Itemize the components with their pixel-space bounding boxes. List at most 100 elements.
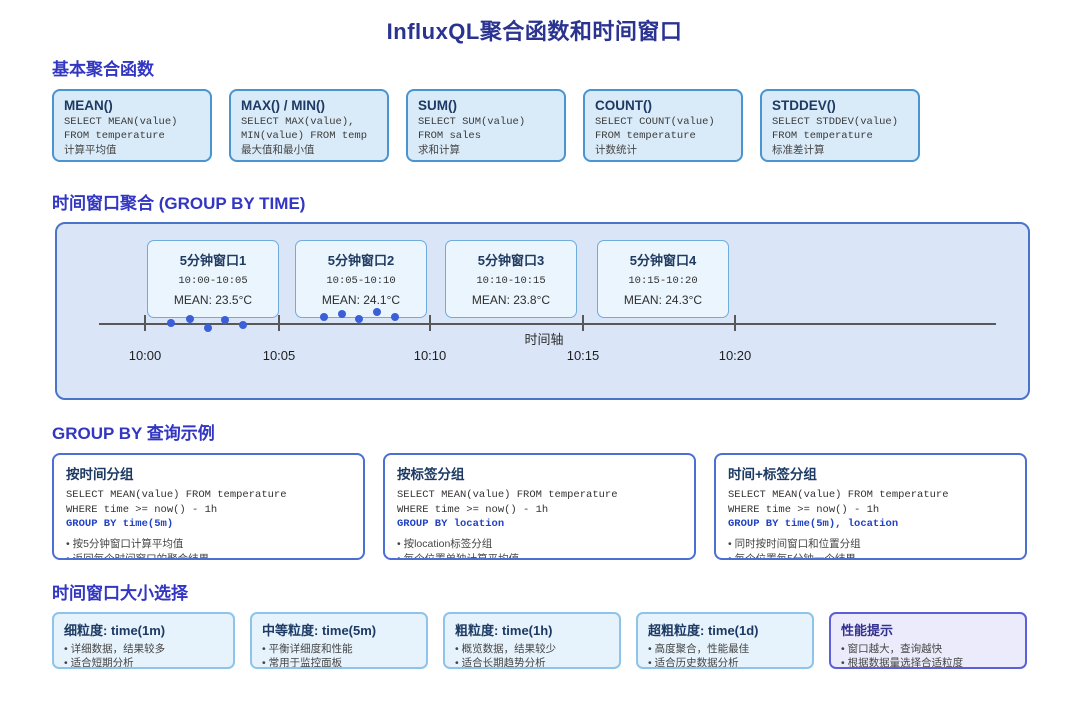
query-card-time-tag: 时间+标签分组 SELECT MEAN(value) FROM temperat… (714, 453, 1027, 560)
window-card-title: 5分钟窗口3 (477, 253, 545, 268)
granularity-card-5m: 中等粒度: time(5m) 平衡详细度和性能 常用于监控面板 (250, 612, 428, 669)
function-card-desc: 标准差计算 (772, 144, 825, 157)
data-point-dot (221, 316, 229, 324)
function-card-title: MEAN() (64, 98, 113, 113)
axis-tick (582, 315, 584, 331)
window-card-mean: MEAN: 24.3°C (623, 293, 703, 307)
query-card-row: 按时间分组 SELECT MEAN(value) FROM temperatur… (52, 453, 1027, 560)
axis-tick-label: 10:00 (128, 348, 162, 363)
data-point-dot (373, 308, 381, 316)
granularity-bullet: 适合历史数据分析 (648, 656, 802, 667)
function-card-mean: MEAN() SELECT MEAN(value) FROM temperatu… (52, 89, 212, 162)
window-card-2: 5分钟窗口2 10:05-10:10 MEAN: 24.1°C (295, 240, 427, 318)
function-card-code-line: SELECT MAX(value), (241, 116, 355, 128)
function-card-desc: 计算平均值 (64, 144, 117, 157)
data-point-dot (338, 310, 346, 318)
data-point-dot (320, 313, 328, 321)
window-card-mean: MEAN: 23.5°C (173, 293, 253, 307)
axis-tick-label: 10:05 (262, 348, 296, 363)
granularity-bullet: 适合短期分析 (64, 656, 223, 667)
window-card-range: 10:10-10:15 (476, 275, 546, 287)
query-bullet: 每个位置单独计算平均值 (397, 552, 682, 558)
query-bullet: 按location标签分组 (397, 537, 682, 552)
window-card-mean: MEAN: 23.8°C (471, 293, 551, 307)
timeline-panel: 5分钟窗口1 10:00-10:05 MEAN: 23.5°C 5分钟窗口2 1… (55, 222, 1030, 400)
function-card-desc: 最大值和最小值 (241, 144, 315, 157)
data-point-dot (186, 315, 194, 323)
axis-tick (429, 315, 431, 331)
data-point-dot (204, 324, 212, 332)
function-card-desc: 求和计算 (418, 144, 460, 157)
granularity-card-title: 粗粒度: time(1h) (455, 623, 553, 638)
query-code-highlight: GROUP BY time(5m), location (728, 518, 899, 531)
function-card-code-line: SELECT SUM(value) (418, 116, 526, 128)
query-card-title: 时间+标签分组 (728, 467, 817, 482)
query-code-line: SELECT MEAN(value) FROM temperature (397, 489, 618, 501)
granularity-bullet: 概览数据，结果较少 (455, 642, 609, 656)
granularity-card-title: 细粒度: time(1m) (64, 623, 166, 638)
granularity-bullet: 详细数据，结果较多 (64, 642, 223, 656)
section-heading-basic: 基本聚合函数 (52, 60, 154, 79)
function-card-count: COUNT() SELECT COUNT(value) FROM tempera… (583, 89, 743, 162)
query-card-title: 按标签分组 (397, 467, 465, 482)
data-point-dot (239, 321, 247, 329)
function-card-title: MAX() / MIN() (241, 98, 325, 113)
data-point-dot (355, 315, 363, 323)
query-bullet: 每个位置每5分钟一个结果 (728, 552, 1013, 558)
granularity-card-title: 性能提示 (841, 623, 894, 638)
function-card-code-line: FROM temperature (595, 129, 696, 142)
granularity-bullet: 根据数据量选择合适粒度 (841, 656, 1015, 667)
granularity-bullet: 高度聚合，性能最佳 (648, 642, 802, 656)
function-card-title: STDDEV() (772, 98, 836, 113)
timeline-axis-line (99, 323, 996, 325)
axis-tick-label: 10:15 (566, 348, 600, 363)
query-bullet: 按5分钟窗口计算平均值 (66, 537, 351, 552)
query-bullet: 同时按时间窗口和位置分组 (728, 537, 1013, 552)
granularity-bullet: 适合长期趋势分析 (455, 656, 609, 667)
function-card-max-min: MAX() / MIN() SELECT MAX(value), MIN(val… (229, 89, 389, 162)
query-code-line: WHERE time >= now() - 1h (66, 503, 218, 516)
axis-label: 时间轴 (524, 332, 564, 347)
query-code-line: WHERE time >= now() - 1h (397, 503, 549, 516)
axis-tick (278, 315, 280, 331)
window-card-range: 10:05-10:10 (326, 275, 396, 287)
function-card-sum: SUM() SELECT SUM(value) FROM sales 求和计算 (406, 89, 566, 162)
query-card-title: 按时间分组 (66, 467, 134, 482)
query-code-highlight: GROUP BY location (397, 518, 505, 531)
query-card-tag: 按标签分组 SELECT MEAN(value) FROM temperatur… (383, 453, 696, 560)
function-card-desc: 计数统计 (595, 144, 637, 157)
function-card-title: COUNT() (595, 98, 652, 113)
query-code-line: WHERE time >= now() - 1h (728, 503, 880, 516)
axis-tick (144, 315, 146, 331)
query-bullet: 返回每个时间窗口的聚合结果 (66, 552, 351, 558)
data-point-dot (391, 313, 399, 321)
function-card-code-line: MIN(value) FROM temp (241, 129, 368, 142)
granularity-card-row: 细粒度: time(1m) 详细数据，结果较多 适合短期分析 中等粒度: tim… (52, 612, 1027, 669)
perf-tip-card: 性能提示 窗口越大，查询越快 根据数据量选择合适粒度 (829, 612, 1027, 669)
granularity-bullet: 平衡详细度和性能 (262, 642, 416, 656)
function-card-code-line: FROM sales (418, 129, 482, 142)
granularity-bullet: 常用于监控面板 (262, 656, 416, 667)
function-card-row: MEAN() SELECT MEAN(value) FROM temperatu… (52, 89, 920, 162)
function-card-code-line: SELECT COUNT(value) (595, 116, 715, 128)
granularity-card-1d: 超粗粒度: time(1d) 高度聚合，性能最佳 适合历史数据分析 (636, 612, 814, 669)
function-card-code-line: SELECT STDDEV(value) (772, 116, 899, 128)
function-card-code-line: FROM temperature (64, 129, 165, 142)
window-card-mean: MEAN: 24.1°C (321, 293, 401, 307)
function-card-stddev: STDDEV() SELECT STDDEV(value) FROM tempe… (760, 89, 920, 162)
granularity-card-1h: 粗粒度: time(1h) 概览数据，结果较少 适合长期趋势分析 (443, 612, 621, 669)
granularity-card-title: 中等粒度: time(5m) (262, 623, 377, 638)
axis-tick-label: 10:20 (718, 348, 752, 363)
granularity-card-1m: 细粒度: time(1m) 详细数据，结果较多 适合短期分析 (52, 612, 235, 669)
window-card-range: 10:15-10:20 (628, 275, 698, 287)
axis-tick-label: 10:10 (413, 348, 447, 363)
query-code-line: SELECT MEAN(value) FROM temperature (728, 489, 949, 501)
window-card-1: 5分钟窗口1 10:00-10:05 MEAN: 23.5°C (147, 240, 279, 318)
granularity-bullet: 窗口越大，查询越快 (841, 642, 1015, 656)
window-card-4: 5分钟窗口4 10:15-10:20 MEAN: 24.3°C (597, 240, 729, 318)
window-card-3: 5分钟窗口3 10:10-10:15 MEAN: 23.8°C (445, 240, 577, 318)
query-code-line: SELECT MEAN(value) FROM temperature (66, 489, 287, 501)
window-card-range: 10:00-10:05 (178, 275, 248, 287)
function-card-code-line: SELECT MEAN(value) (64, 116, 178, 128)
